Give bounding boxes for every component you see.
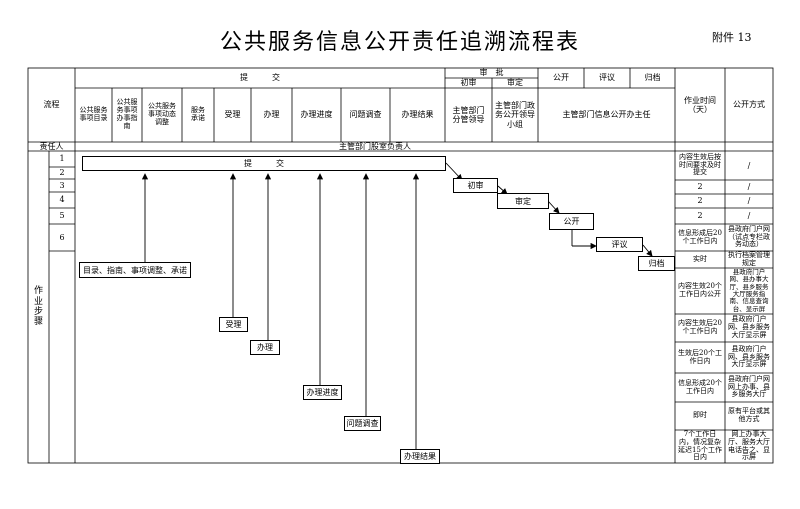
- column-result: 办理结果: [401, 110, 434, 120]
- header-review: 审定: [507, 78, 523, 88]
- steps-label: 作业步骤: [33, 286, 43, 328]
- header-submit: 提 交: [240, 73, 280, 83]
- publish-method-cell: 县政府门户网网上办事、县乡服务大厅: [728, 374, 770, 399]
- column-accept: 受理: [224, 110, 241, 120]
- column-investigate: 问题调查: [349, 110, 382, 120]
- flow-first-review-box: 初审: [453, 178, 498, 193]
- publish-method-cell: /: [747, 182, 751, 192]
- flow-publish-box: 公开: [549, 213, 594, 230]
- header-work-time: 作业时间（天）: [684, 95, 716, 114]
- flow-handle-box: 办理: [250, 340, 280, 355]
- step-number: 5: [59, 211, 65, 221]
- step-number: 2: [59, 168, 65, 178]
- work-time-cell: 2: [697, 211, 703, 221]
- flow-result-box: 办理结果: [400, 449, 440, 464]
- publish-method-cell: /: [747, 160, 751, 170]
- column-service-catalog: 公共服务事项目录: [79, 106, 108, 122]
- publish-method-cell: 网上办事大厅、服务大厅电话告之、显示屏: [728, 429, 770, 462]
- column-service-guide: 公共服务事项办事指南: [116, 98, 138, 130]
- flow-progress-box: 办理进度: [303, 385, 342, 400]
- publish-method-cell: /: [747, 211, 751, 221]
- work-time-cell: 内容生效后20个工作日内: [678, 319, 722, 335]
- publish-method-cell: 县政府门户网、县乡服务大厅显示屏: [728, 315, 770, 339]
- publish-method-cell: 县政府门户网、县乡服务大厅显示屏: [728, 344, 770, 369]
- header-publish-method: 公开方式: [733, 100, 765, 110]
- header-first-review: 初审: [460, 78, 477, 88]
- flow-review-box: 审定: [497, 193, 549, 209]
- work-time-cell: 内容生效后按时间要求及时提交: [679, 152, 721, 177]
- header-evaluate: 评议: [599, 73, 615, 83]
- page-title: 公共服务信息公开责任追溯流程表: [219, 30, 580, 55]
- step-number: 6: [59, 232, 65, 242]
- column-handle: 办理: [263, 110, 280, 120]
- flow-archive-box: 归档: [638, 256, 675, 271]
- header-approval: 审 批: [479, 68, 504, 78]
- publish-method-cell: 县政府门户网、县办事大厅、县乡服务大厅服务指南、信息查询台、显示屏: [729, 268, 769, 313]
- leader-office-director: 主管部门信息公开办主任: [562, 110, 651, 120]
- flow-investigate-box: 问题调查: [344, 416, 381, 431]
- header-archive: 归档: [644, 73, 661, 83]
- flow-submit-box: 提 交: [82, 156, 446, 171]
- work-time-cell: 信息形成后20个工作日内: [678, 228, 722, 245]
- column-service-promise: 服务承诺: [191, 106, 205, 122]
- publish-method-cell: 执行档案管理规定: [728, 250, 770, 267]
- work-time-cell: 即时: [693, 411, 707, 420]
- leader-pub-group: 主管部门政务公开领导小组: [495, 101, 535, 129]
- column-dynamic-adjust: 公共服务事项动态调整: [148, 102, 176, 126]
- work-time-cell: 2: [697, 196, 703, 206]
- publish-method-cell: 县政府门户网（试点专栏政务动态）: [728, 224, 770, 249]
- annex-label: 附件 13: [712, 31, 752, 44]
- work-time-cell: 内容生效20个工作日内公开: [678, 282, 722, 298]
- header-process: 流程: [43, 100, 60, 110]
- step-number: 4: [59, 195, 65, 205]
- work-time-cell: 信息形成20个工作日内: [678, 378, 722, 395]
- leader-division: 主管部门分管领导: [452, 105, 485, 124]
- work-time-cell: 实时: [693, 254, 707, 263]
- work-time-cell: 2: [697, 182, 703, 192]
- publish-method-cell: /: [747, 196, 751, 206]
- responsible-value: 主管部门股室负责人: [339, 141, 411, 151]
- flow-accept-box: 受理: [219, 317, 248, 332]
- work-time-cell: 生效后20个工作日内: [678, 348, 722, 365]
- step-number: 1: [59, 154, 65, 164]
- publish-method-cell: 原有平台或其他方式: [728, 407, 770, 423]
- work-time-cell: 7个工作日内，情况复杂延迟15个工作日内: [678, 429, 722, 462]
- column-progress: 办理进度: [300, 110, 333, 120]
- flow-evaluate-box: 评议: [596, 237, 643, 252]
- step-number: 3: [59, 180, 65, 190]
- flow-catalog-group-box: 目录、指南、事项调整、承诺: [79, 262, 191, 278]
- responsible-label: 责任人: [39, 141, 64, 151]
- header-publish: 公开: [553, 73, 569, 83]
